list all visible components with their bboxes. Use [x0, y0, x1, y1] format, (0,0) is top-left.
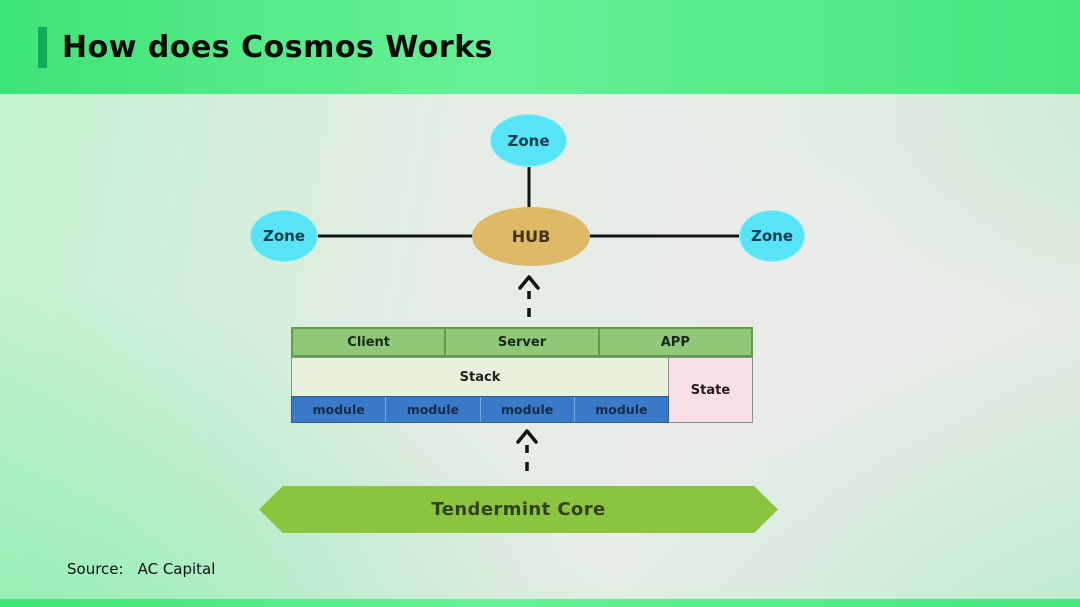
source-label: Source:	[67, 560, 124, 578]
table-cell-state: State	[668, 357, 753, 423]
zone-node-right: Zone	[739, 210, 805, 262]
hub-label: HUB	[511, 227, 551, 246]
source-line: Source: AC Capital	[67, 560, 215, 578]
table-cell-module-3: module	[479, 397, 574, 422]
zone-left-label: Zone	[262, 227, 306, 245]
zone-node-top: Zone	[490, 114, 567, 167]
page-title: How does Cosmos Works	[62, 29, 493, 65]
source-value: AC Capital	[137, 560, 216, 578]
header: How does Cosmos Works	[0, 0, 1080, 94]
table-cell-module-4: module	[573, 397, 668, 422]
tendermint-core-label: Tendermint Core	[431, 499, 606, 520]
table-cell-client: Client	[291, 327, 447, 357]
table-cell-module-2: module	[385, 397, 479, 422]
hub-node: HUB	[472, 207, 590, 266]
dashed-arrow-core-to-table	[516, 429, 538, 471]
table-top-row: Client Server APP	[291, 327, 753, 357]
table-module-row: module module module module	[291, 396, 669, 423]
bottom-green-strip	[0, 599, 1080, 607]
table-cell-module-1: module	[312, 402, 365, 417]
zone-right-label: Zone	[750, 227, 794, 245]
table-cell-server: Server	[444, 327, 600, 357]
title-accent-bar	[38, 26, 47, 68]
tendermint-core-banner: Tendermint Core	[259, 486, 778, 533]
dashed-arrow-table-to-hub	[518, 275, 540, 317]
table-cell-stack: Stack	[291, 357, 669, 397]
zone-top-label: Zone	[507, 131, 550, 150]
table-cell-app: APP	[597, 327, 753, 357]
zone-node-left: Zone	[250, 210, 318, 262]
